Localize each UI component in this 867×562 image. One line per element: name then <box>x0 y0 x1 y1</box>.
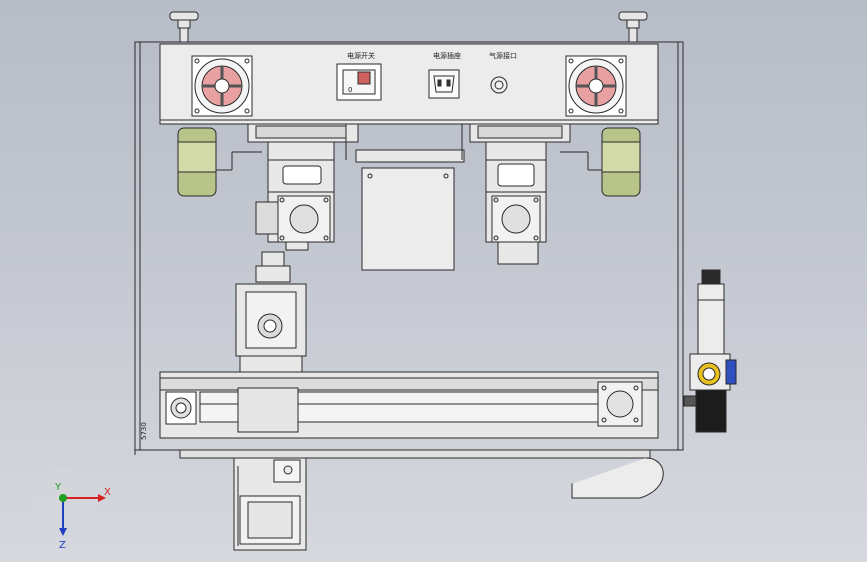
cooling-fan-right <box>565 55 627 117</box>
air-port-label: 气源接口 <box>489 51 517 60</box>
roller-left <box>177 127 262 197</box>
clamp-assembly-right <box>469 123 571 265</box>
air-port[interactable] <box>490 76 508 94</box>
leveling-knob-left <box>169 11 199 43</box>
air-regulator <box>683 269 737 433</box>
roller-right <box>560 127 641 197</box>
axis-triad <box>33 468 106 536</box>
frame-tag: 5730 <box>140 422 148 440</box>
axis-z-label: Z <box>59 540 66 551</box>
leveling-knob-right <box>618 11 648 43</box>
power-socket[interactable] <box>428 69 460 99</box>
cooling-fan-left <box>191 55 253 117</box>
socket-label: 电源插座 <box>433 51 461 60</box>
center-mount <box>345 124 465 271</box>
switch-mark: 0 <box>348 86 352 94</box>
vertical-slide-module <box>233 457 307 551</box>
power-switch[interactable] <box>336 63 382 101</box>
clamp-assembly-left <box>247 123 359 251</box>
linear-rail <box>159 371 659 439</box>
machine-frame <box>134 41 684 459</box>
axis-y-label: Y <box>54 482 62 493</box>
spindle-motor <box>235 251 307 373</box>
hook-handle <box>571 457 664 499</box>
switch-label: 电源开关 <box>347 51 375 60</box>
axis-x-label: X <box>104 487 111 498</box>
